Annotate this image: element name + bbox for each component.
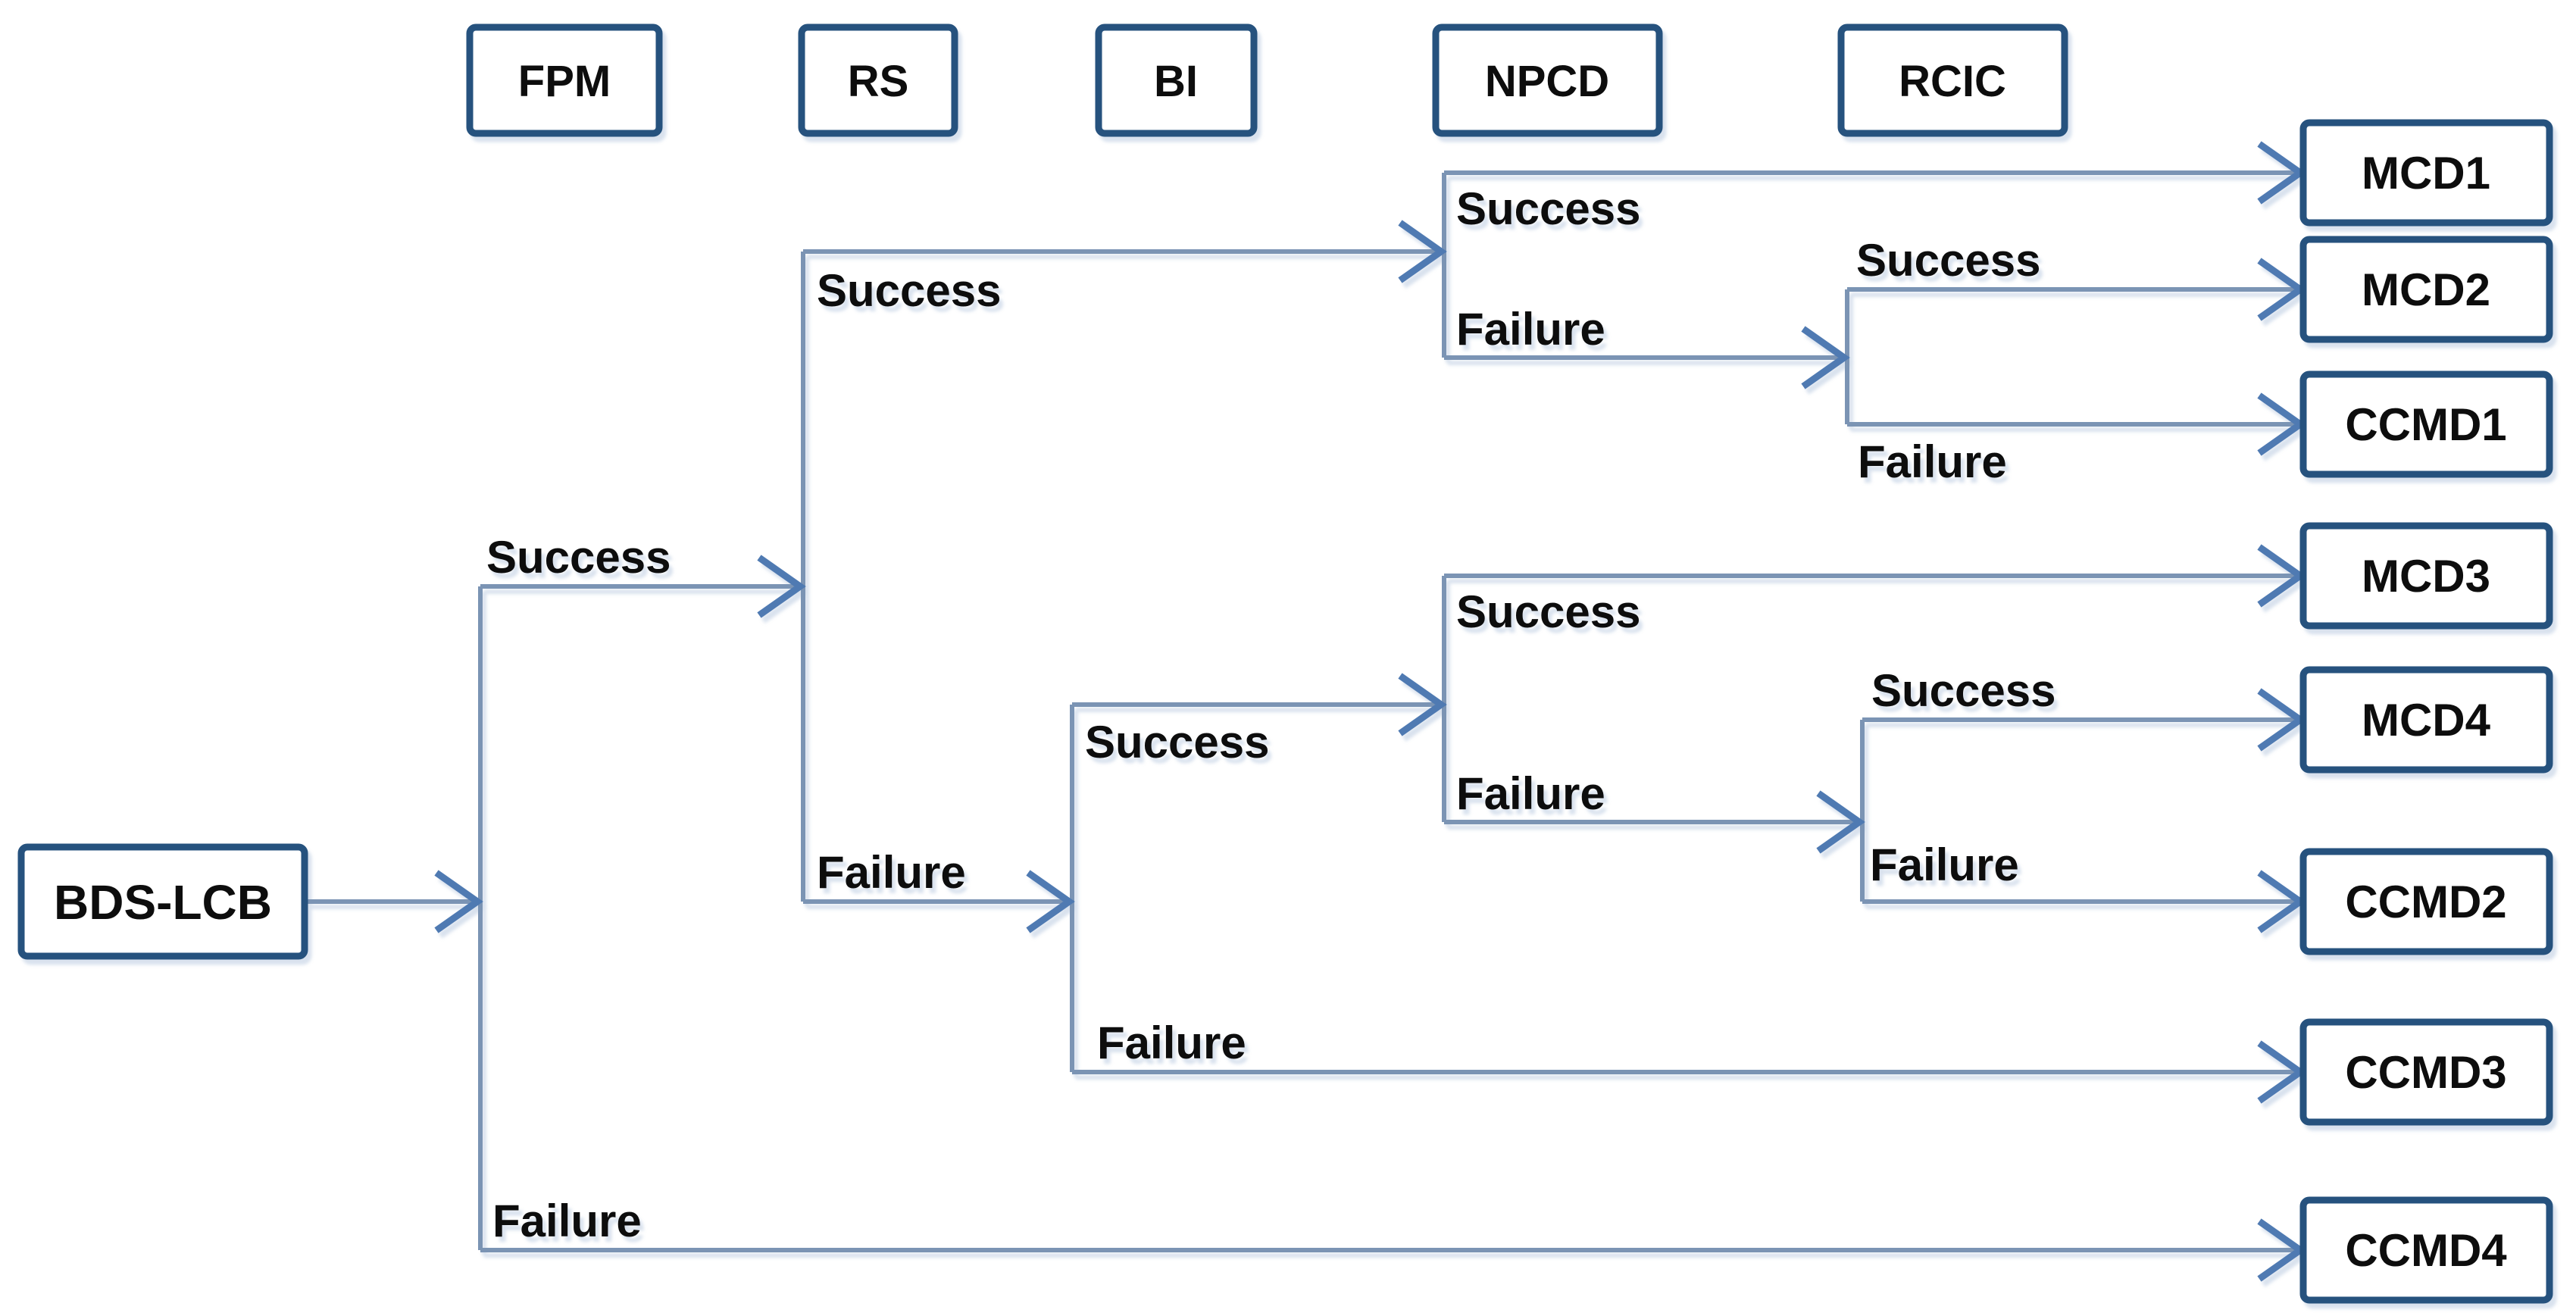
terminal-label-mcd1: MCD1 — [2362, 148, 2490, 198]
branch-label-rcic-upper-success: Success — [1856, 235, 2041, 286]
header-box-bi — [1095, 23, 1258, 137]
branch-label-bi-failure: Failure — [1097, 1017, 1246, 1068]
terminal-label-ccmd3: CCMD3 — [2345, 1047, 2506, 1098]
terminal-label-mcd4: MCD4 — [2362, 695, 2491, 746]
arrowhead-rs-success — [1398, 220, 1447, 283]
header-box-fpm — [466, 23, 663, 137]
terminal-label-ccmd1: CCMD1 — [2345, 399, 2506, 450]
node-boxes — [17, 23, 2553, 1304]
branch-label-npcd-upper-success: Success — [1456, 183, 1641, 234]
branch-label-rs-failure: Failure — [817, 847, 966, 898]
arrowhead-root-to-fpm — [434, 870, 483, 933]
branch-label-rcic-upper-failure: Failure — [1858, 436, 2007, 487]
terminal-box-ccmd4 — [2299, 1196, 2553, 1304]
arrowhead-npcd-lower-failure — [1816, 790, 1865, 854]
branch-label-npcd-lower-success: Success — [1456, 586, 1641, 637]
header-box-rcic — [1837, 23, 2068, 137]
header-label-npcd: NPCD — [1485, 57, 1609, 106]
header-box-rs — [798, 23, 958, 137]
branch-label-bi-success: Success — [1085, 717, 1270, 767]
branch-label-fpm-failure: Failure — [492, 1196, 642, 1246]
terminal-label-mcd2: MCD2 — [2362, 264, 2490, 315]
branch-label-rcic-lower-failure: Failure — [1870, 839, 2019, 890]
arrowhead-fpm-success — [757, 555, 806, 618]
terminal-box-mcd2 — [2299, 236, 2553, 343]
root-label: BDS-LCB — [54, 875, 272, 930]
branch-label-fpm-success: Success — [486, 532, 671, 583]
edge-lines — [305, 170, 2294, 1252]
terminal-box-ccmd2 — [2299, 848, 2553, 955]
arrowhead-rs-failure — [1026, 870, 1075, 933]
root-box-bds-lcb — [17, 843, 308, 960]
header-box-npcd — [1432, 23, 1663, 137]
branch-label-npcd-upper-failure: Failure — [1456, 304, 1605, 355]
terminal-box-mcd3 — [2299, 522, 2553, 630]
branch-label-npcd-lower-failure: Failure — [1456, 768, 1605, 819]
branch-label-rs-success: Success — [817, 265, 1002, 316]
terminal-label-ccmd2: CCMD2 — [2345, 877, 2506, 927]
terminal-box-ccmd3 — [2299, 1018, 2553, 1126]
terminal-box-ccmd1 — [2299, 370, 2553, 478]
terminal-label-mcd3: MCD3 — [2362, 551, 2490, 602]
terminal-box-mcd1 — [2299, 119, 2553, 227]
arrowhead-bi-success — [1398, 673, 1447, 736]
diagram-text: BDS-LCB FPM RS BI NPCD RCIC MCD1 MCD2 CC… — [54, 57, 2507, 1276]
header-label-rs: RS — [848, 57, 909, 106]
arrowhead-npcd-upper-failure — [1801, 326, 1850, 389]
terminal-box-mcd4 — [2299, 666, 2553, 774]
header-label-bi: BI — [1154, 57, 1198, 106]
header-label-rcic: RCIC — [1899, 57, 2006, 106]
header-label-fpm: FPM — [518, 57, 611, 106]
branch-label-rcic-lower-success: Success — [1871, 665, 2056, 716]
terminal-label-ccmd4: CCMD4 — [2345, 1225, 2507, 1276]
